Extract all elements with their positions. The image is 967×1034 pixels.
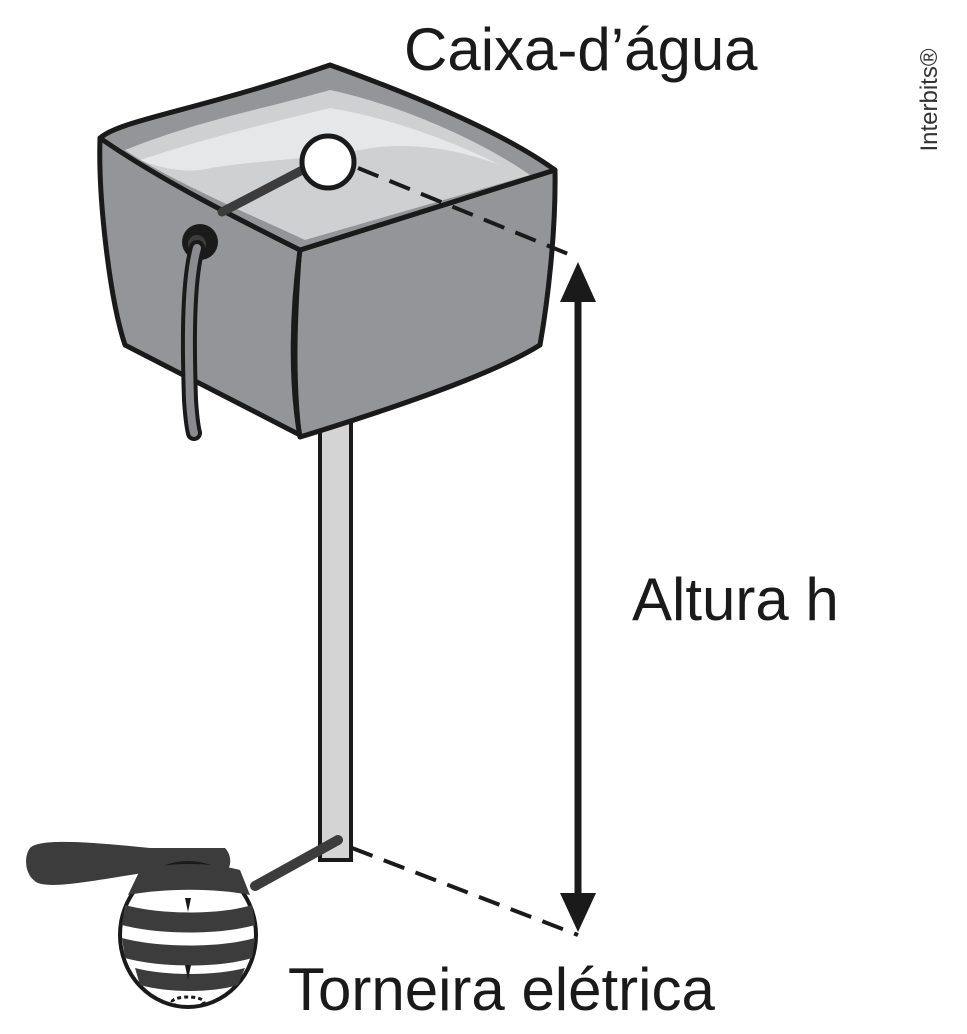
- top-reference-line: [357, 166, 579, 260]
- height-label: Altura h: [632, 566, 839, 633]
- water-tank: [97, 62, 558, 441]
- supply-pipe: [318, 418, 353, 862]
- float-arm: [217, 160, 317, 217]
- faucet-spout: [26, 841, 231, 885]
- float-ball: [299, 133, 357, 191]
- arrow-head-up: [560, 262, 596, 302]
- arrow-head-down: [560, 893, 596, 932]
- bottom-reference-line: [351, 846, 579, 937]
- reference-lines: [351, 166, 579, 937]
- electric-faucet: [26, 835, 343, 1009]
- tank-left-face: [97, 135, 303, 438]
- tank-label: Caixa-d’água: [404, 16, 758, 83]
- credit-watermark: Interbits®: [916, 48, 943, 152]
- tank-front-face: [290, 167, 558, 440]
- faucet-label: Torneira elétrica: [288, 956, 715, 1023]
- height-arrow: [560, 262, 596, 932]
